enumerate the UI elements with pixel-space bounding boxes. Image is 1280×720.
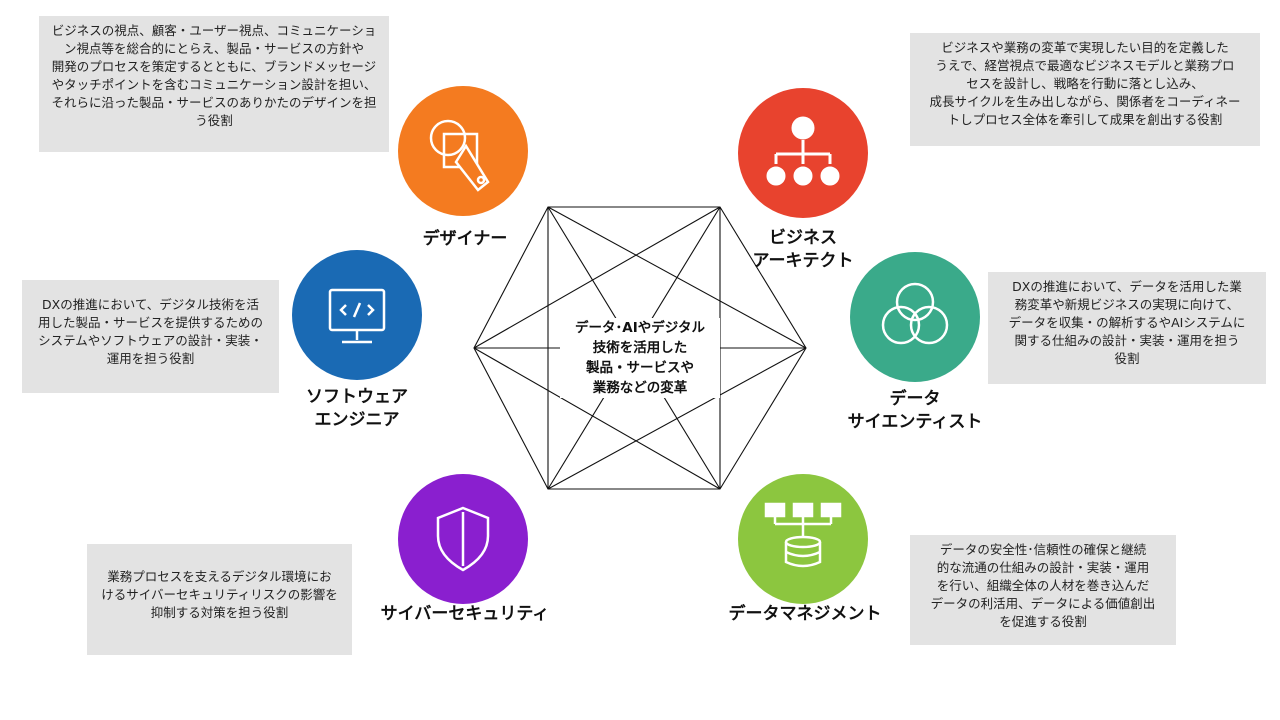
venn-circles-icon [881,282,949,345]
designer-description: ビジネスの視点、顧客・ユーザー視点、コミュニケーショ ン視点等を総合的にとらえ、… [39,16,389,152]
architect-label: ビジネス アーキテクト [752,228,854,271]
datascientist-description: DXの推進において、データを活用した業 務変革や新規ビジネスの実現に向けて、 デ… [988,272,1266,384]
security-circle [398,474,528,604]
designer-circle [398,86,528,216]
shield-icon [436,506,490,572]
architect-description: ビジネスや業務の変革で実現したい目的を定義した うえで、経営視点で最適なビジネス… [910,33,1260,146]
database-folders-icon [764,502,842,568]
pen-tool-icon [429,119,490,192]
datamanagement-circle [738,474,868,604]
designer-label: デザイナー [422,229,508,249]
datamanagement-description: データの安全性･信頼性の確保と継続 的な流通の仕組みの設計・実装・運用 を行い、… [910,535,1176,645]
center-text: データ･AIやデジタル 技術を活用した 製品・サービスや 業務などの変革 [560,318,720,398]
software-label: ソフトウェア エンジニア [306,387,408,430]
security-description: 業務プロセスを支えるデジタル環境にお けるサイバーセキュリティリスクの影響を 抑… [87,544,352,655]
security-label: サイバーセキュリティ [380,604,550,624]
software-description: DXの推進において、デジタル技術を活 用した製品・サービスを提供するための シス… [22,280,279,393]
org-chart-icon [766,116,840,186]
datamanagement-label: データマネジメント [728,604,882,624]
architect-circle [738,88,868,218]
datascientist-label: データ サイエンティスト [847,389,983,432]
software-circle [292,250,422,380]
code-monitor-icon [328,288,386,344]
datascientist-circle [850,252,980,382]
